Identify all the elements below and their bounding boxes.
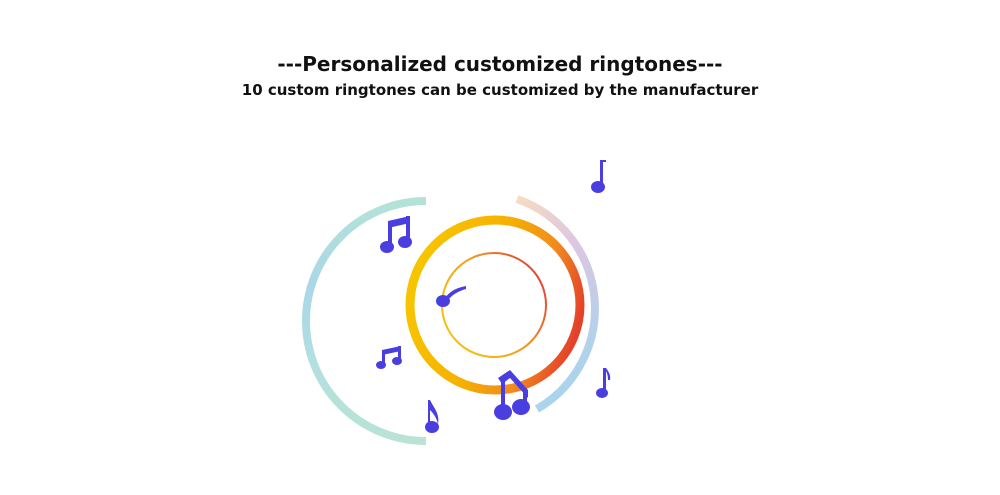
beamed-music-notes-icon — [494, 370, 530, 420]
middle-ring — [405, 215, 585, 395]
music-note-icon — [436, 286, 466, 307]
page-title: ---Personalized customized ringtones--- — [277, 52, 723, 76]
inner-ring — [441, 252, 547, 358]
music-note-icon — [591, 160, 606, 193]
page-subtitle: 10 custom ringtones can be customized by… — [241, 81, 759, 99]
outer-left-arc — [302, 197, 427, 445]
music-note-icon — [425, 400, 439, 433]
outer-right-arc — [515, 195, 599, 413]
beamed-music-notes-icon — [380, 216, 412, 253]
music-note-icon — [596, 368, 611, 398]
beamed-music-notes-icon — [376, 346, 402, 369]
music-notes — [376, 160, 611, 433]
